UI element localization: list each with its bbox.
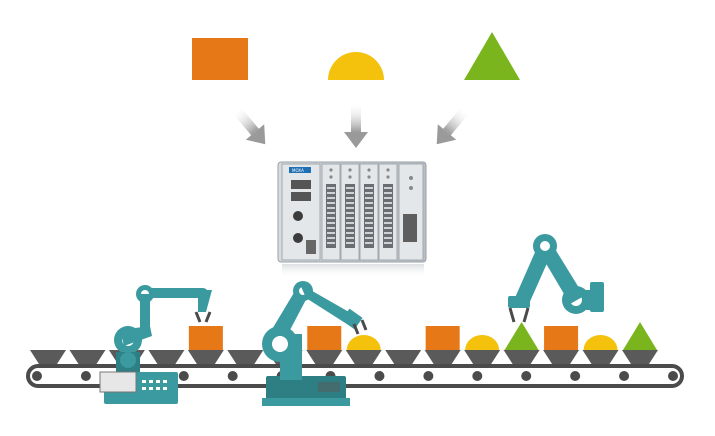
brand-label: MOXA <box>292 168 304 173</box>
roller <box>472 371 483 381</box>
brand-badge <box>289 167 311 173</box>
roller <box>178 371 189 381</box>
roller <box>521 371 532 381</box>
conveyor-cup <box>345 335 382 364</box>
triangle-item <box>623 322 657 350</box>
conveyor-cup <box>30 350 66 364</box>
conveyor-cup <box>503 322 540 364</box>
square-item <box>544 326 579 350</box>
io-module <box>321 163 341 261</box>
conveyor-cup <box>148 350 185 364</box>
input-shapes <box>192 32 520 80</box>
roller <box>227 371 238 381</box>
conveyor-belt <box>26 322 684 388</box>
roller <box>423 371 434 381</box>
robot-3-arm <box>508 234 604 323</box>
belt-cups <box>30 322 658 364</box>
robot-2-arm <box>262 281 368 406</box>
conveyor-cup <box>385 350 422 364</box>
triangle-item <box>504 322 539 350</box>
conveyor-cup <box>424 326 461 364</box>
modular-controller-icon: MOXA <box>277 161 427 278</box>
io-module <box>378 163 398 261</box>
arrow-right-icon <box>436 105 471 145</box>
square-item <box>188 326 223 350</box>
io-module <box>340 163 360 261</box>
conveyor-cup <box>187 326 224 364</box>
robot-arm-icon <box>99 285 212 404</box>
conveyor-cup <box>622 322 658 364</box>
roller <box>668 371 678 381</box>
roller <box>374 371 385 381</box>
arrow-left-icon <box>231 105 266 145</box>
conveyor-cup <box>306 326 343 364</box>
roller <box>80 371 91 381</box>
robot-1-arm <box>114 285 212 374</box>
flow-arrows <box>231 102 471 148</box>
conveyor-cup <box>227 350 264 364</box>
square-item <box>307 326 342 350</box>
semicircle-item <box>465 335 500 350</box>
io-module <box>359 163 379 261</box>
square-item <box>425 326 460 350</box>
conveyor-cup <box>582 335 619 364</box>
control-console-icon <box>99 371 178 404</box>
input-triangle-shape <box>464 32 520 80</box>
belt-body <box>26 364 684 388</box>
roller <box>32 371 42 381</box>
roller <box>619 371 630 381</box>
robot-arm-icon <box>508 234 604 323</box>
conveyor-cup <box>69 350 106 364</box>
semicircle-item <box>346 335 381 350</box>
input-semicircle-shape <box>328 52 384 80</box>
arrow-down-icon <box>344 102 368 148</box>
robot-arm-icon <box>262 281 368 406</box>
conveyor-cup <box>543 326 580 364</box>
semicircle-item <box>583 335 618 350</box>
io-modules <box>321 163 398 261</box>
conveyor-cup <box>464 335 501 364</box>
roller <box>570 371 581 381</box>
input-square-shape <box>192 38 248 80</box>
